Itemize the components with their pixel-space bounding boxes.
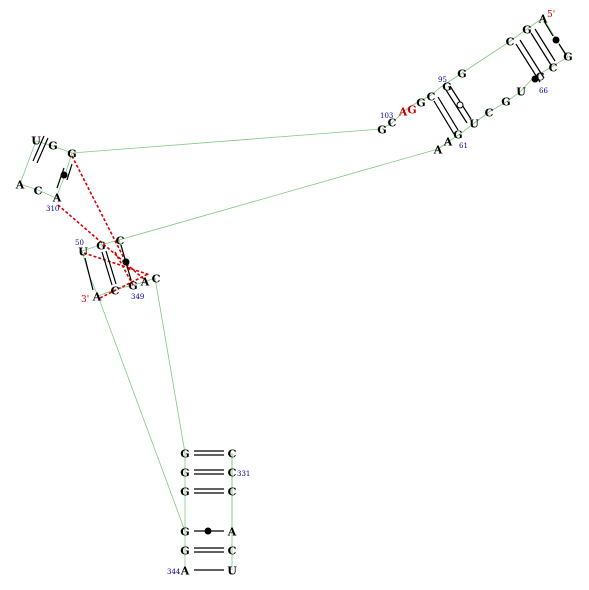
base-pair-line bbox=[530, 32, 552, 66]
nucleotide: G bbox=[407, 104, 416, 117]
nucleotide: G bbox=[453, 129, 462, 142]
nucleotide: A bbox=[180, 565, 190, 578]
base-pair-line bbox=[543, 20, 554, 37]
nucleotide: A bbox=[398, 106, 408, 119]
base-pair-line bbox=[105, 250, 117, 285]
backbone bbox=[19, 17, 569, 570]
nucleotide: G bbox=[416, 97, 425, 110]
position-numbers: 103 95 66 61 310 50 349 331 344 bbox=[46, 76, 548, 576]
nucleotide: C bbox=[116, 235, 125, 248]
nucleotide: G bbox=[180, 486, 189, 499]
nucleotides: G C A G G C G G C G A G C C U G C U G A … bbox=[15, 13, 573, 578]
nucleotide: A bbox=[227, 526, 237, 539]
nucleotide: G bbox=[442, 81, 451, 94]
nucleotide: G bbox=[48, 140, 57, 153]
base-pairs bbox=[32, 20, 567, 571]
base-pair-line bbox=[534, 28, 556, 62]
nucleotide: G bbox=[180, 448, 189, 461]
position-number: 344 bbox=[167, 568, 181, 576]
wobble-dot bbox=[122, 258, 130, 266]
nucleotide: C bbox=[34, 185, 43, 198]
nucleotide: G bbox=[563, 51, 572, 64]
nucleotide: U bbox=[78, 246, 88, 259]
nucleotide: G bbox=[180, 467, 189, 480]
nucleotide: U bbox=[469, 118, 479, 131]
nucleotide: C bbox=[427, 91, 436, 104]
nucleotide: U bbox=[227, 565, 237, 578]
nucleotide: G bbox=[457, 68, 466, 81]
position-number: 50 bbox=[75, 239, 84, 247]
nucleotide: A bbox=[92, 291, 102, 304]
base-pair-line bbox=[101, 251, 113, 286]
five-prime-label: 5' bbox=[547, 10, 555, 20]
position-number: 61 bbox=[459, 142, 468, 150]
nucleotide: A bbox=[433, 144, 443, 157]
nucleotide: C bbox=[485, 107, 494, 120]
nucleotide: A bbox=[15, 179, 25, 192]
nucleotide: G bbox=[180, 545, 189, 558]
nucleotide: C bbox=[111, 285, 120, 298]
tertiary-interactions bbox=[57, 155, 151, 299]
nucleotide: C bbox=[228, 486, 237, 499]
nucleotide: A bbox=[538, 13, 548, 26]
tertiary-link bbox=[71, 155, 131, 271]
position-number: 331 bbox=[237, 470, 250, 478]
nucleotide: A bbox=[140, 276, 150, 289]
base-pair-line bbox=[558, 43, 567, 56]
position-number: 66 bbox=[539, 87, 548, 95]
nucleotide: C bbox=[228, 467, 237, 480]
base-pair-line bbox=[32, 135, 45, 162]
wobble-dot bbox=[531, 75, 539, 83]
position-number: 95 bbox=[438, 76, 447, 84]
nucleotide: G bbox=[377, 124, 386, 137]
wobble-dot bbox=[204, 527, 212, 535]
backbone-segment bbox=[19, 140, 73, 199]
end-labels: 5' 3' bbox=[81, 10, 555, 305]
nucleotide: C bbox=[549, 62, 558, 75]
nucleotide: C bbox=[228, 545, 237, 558]
base-pair-line bbox=[66, 163, 73, 181]
tertiary-link bbox=[114, 251, 135, 288]
tertiary-link bbox=[99, 273, 149, 299]
nucleotide: G bbox=[501, 96, 510, 109]
tertiary-link bbox=[83, 252, 151, 276]
backbone-segment bbox=[381, 17, 544, 130]
noncanonical-circle bbox=[456, 101, 464, 109]
base-pair-line bbox=[433, 100, 455, 135]
nucleotide: C bbox=[388, 117, 397, 130]
position-number: 349 bbox=[131, 293, 144, 301]
nucleotide: C bbox=[536, 71, 545, 84]
wobble-dot bbox=[552, 36, 560, 44]
backbone-segment bbox=[71, 128, 382, 154]
nucleotide: G bbox=[96, 240, 105, 253]
nucleotide: G bbox=[522, 24, 531, 37]
tertiary-link bbox=[57, 204, 146, 281]
nucleotide: G bbox=[67, 148, 76, 161]
base-pair-line bbox=[36, 137, 49, 164]
nucleotide: C bbox=[152, 273, 161, 286]
backbone-segment bbox=[97, 295, 186, 532]
position-number: 103 bbox=[380, 112, 393, 120]
nucleotide: U bbox=[516, 86, 526, 99]
base-pair-line bbox=[445, 89, 468, 124]
three-prime-label: 3' bbox=[81, 295, 89, 305]
nucleotide: A bbox=[52, 192, 62, 205]
base-pair-line bbox=[84, 257, 94, 291]
position-number: 310 bbox=[46, 205, 59, 213]
nucleotide: C bbox=[506, 36, 515, 49]
nucleotide: A bbox=[443, 136, 453, 149]
wobble-dot bbox=[60, 171, 68, 179]
nucleotide: G bbox=[180, 526, 189, 539]
nucleotide: U bbox=[31, 135, 41, 148]
nucleotide: G bbox=[128, 280, 137, 293]
backbone-segment bbox=[118, 148, 439, 241]
base-pair-line bbox=[56, 167, 65, 189]
nucleotide: C bbox=[228, 448, 237, 461]
base-pair-line bbox=[519, 39, 545, 79]
backbone-segment bbox=[154, 277, 186, 454]
base-pair-line bbox=[437, 96, 459, 131]
pair-markers bbox=[60, 36, 560, 535]
